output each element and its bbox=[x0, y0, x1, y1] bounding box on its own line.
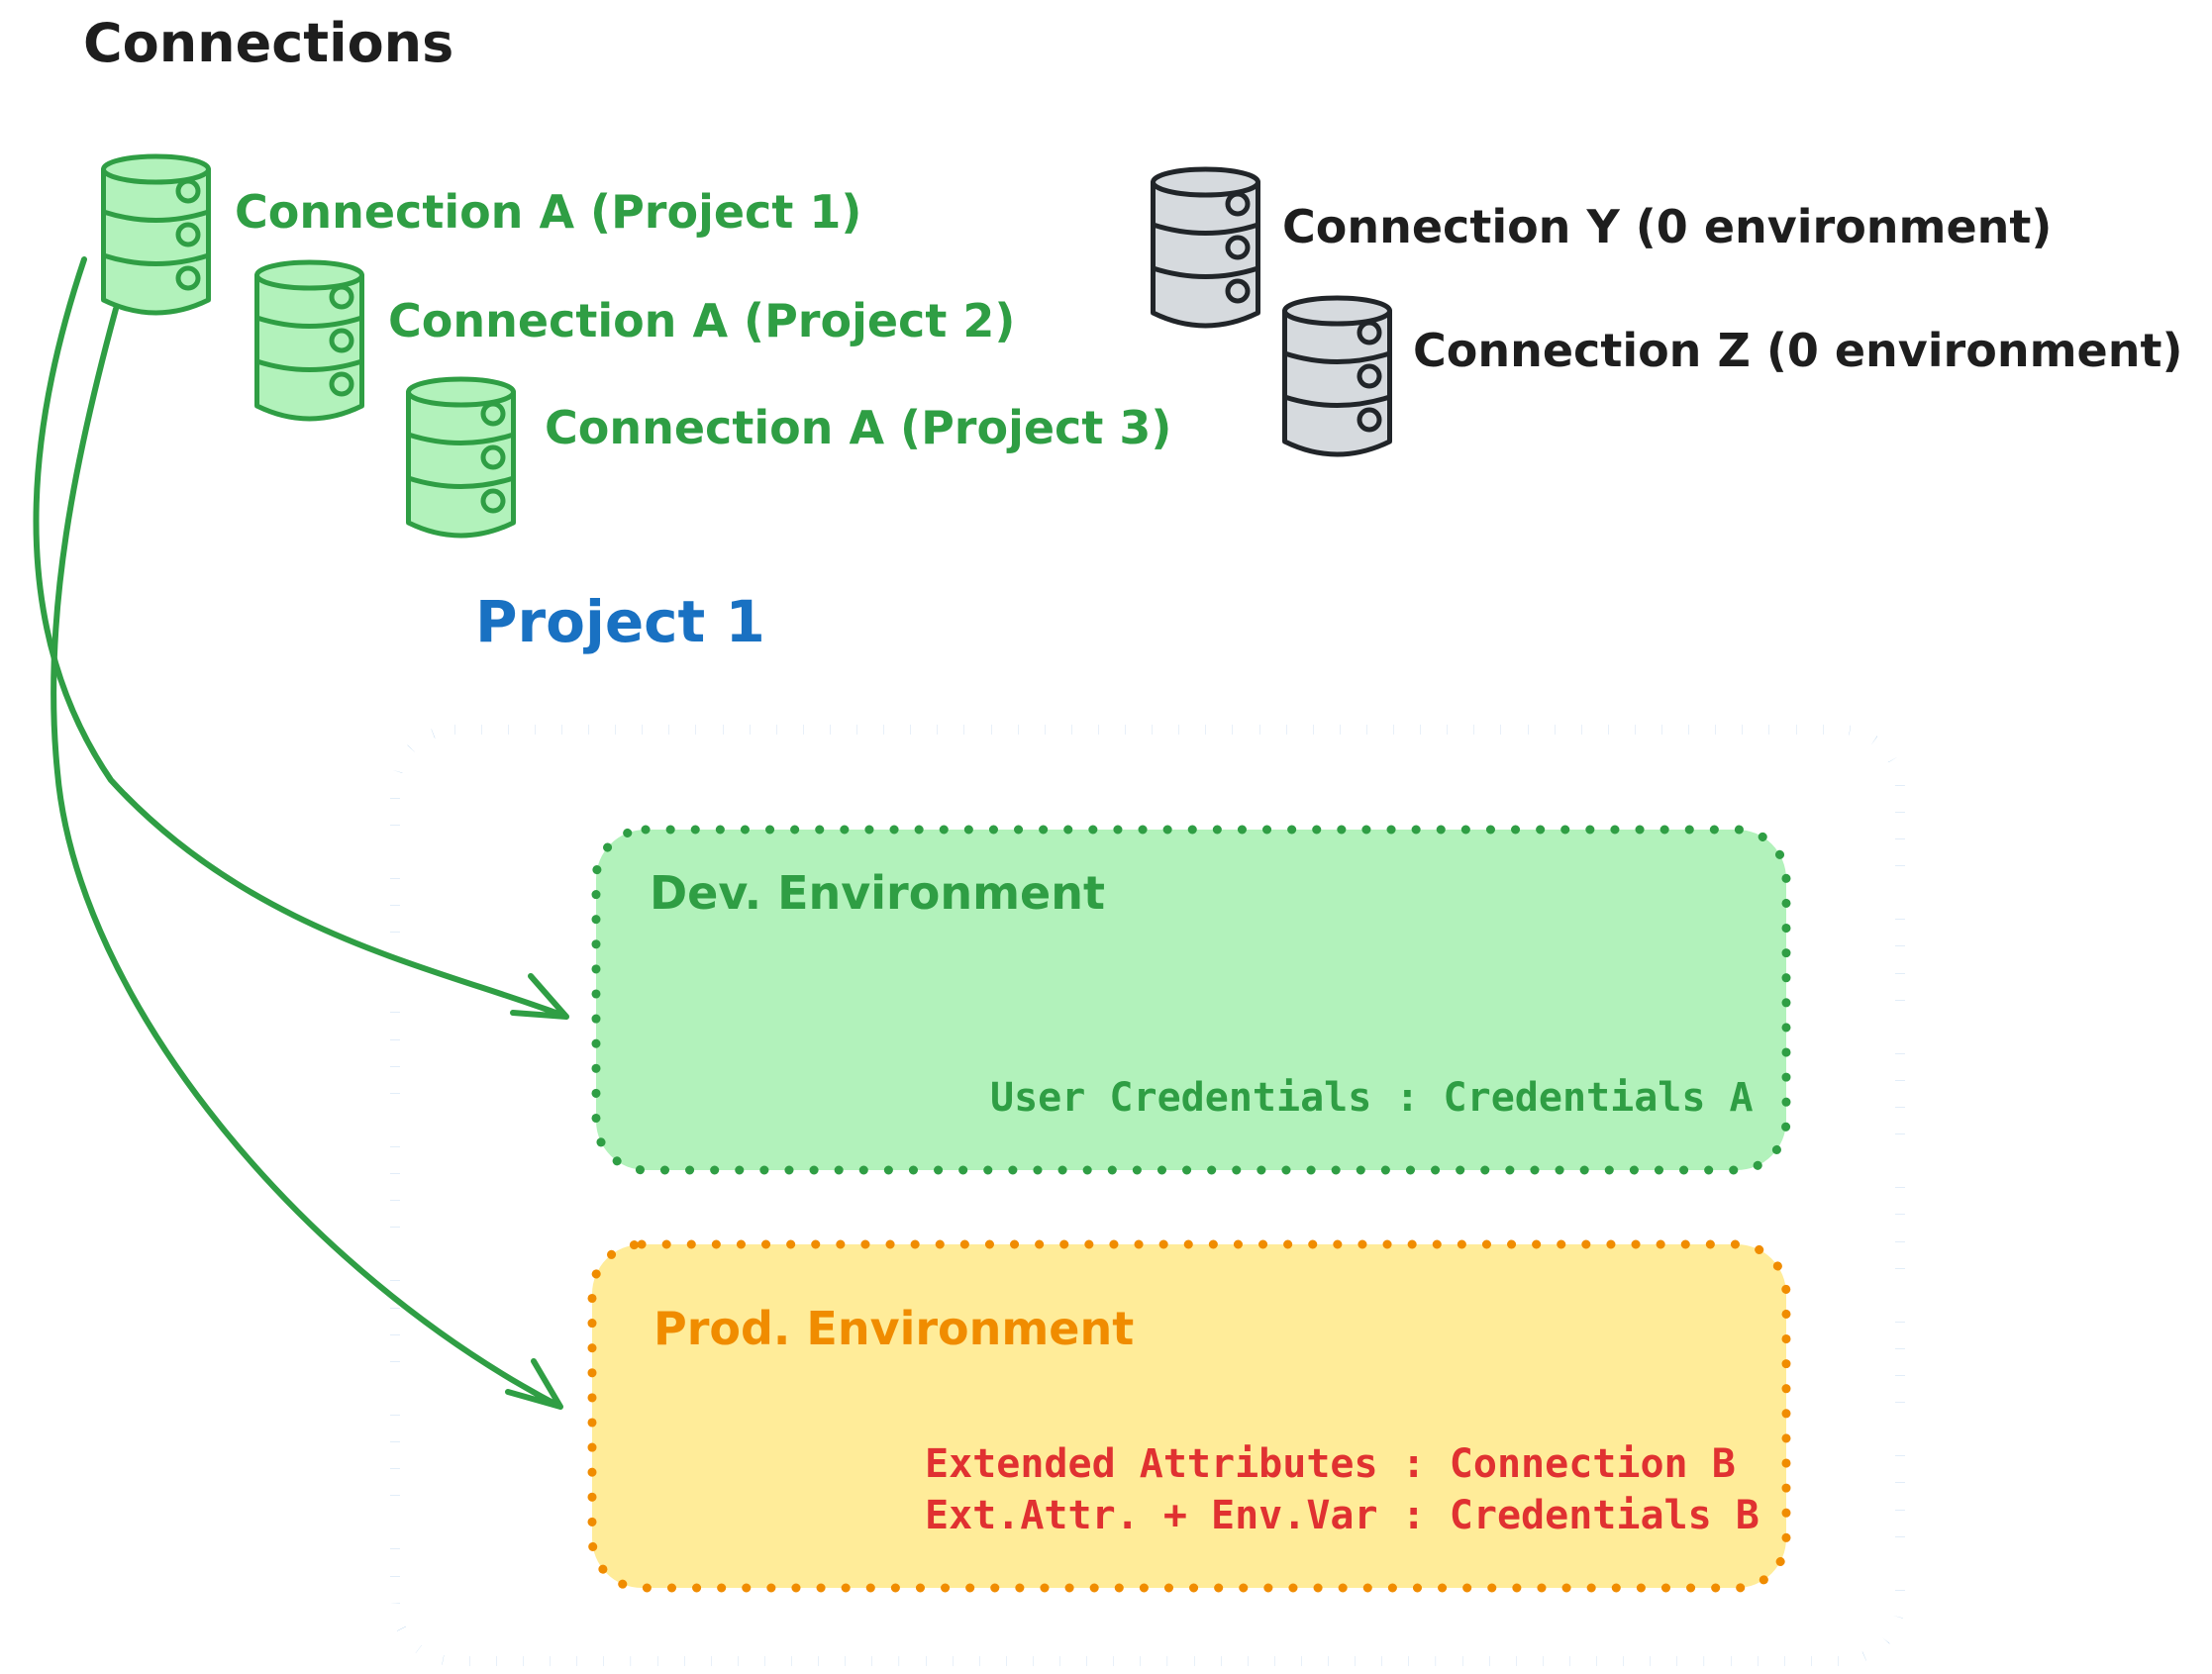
connection-a-project3-label: Connection A (Project 3) bbox=[545, 401, 1172, 454]
connection-y-label: Connection Y (0 environment) bbox=[1282, 200, 2053, 253]
prod-environment-box bbox=[587, 1239, 1791, 1593]
arrow-to-prod-environment-icon bbox=[50, 306, 563, 1410]
prod-connection-mapping: Extended Attributes : Connection B bbox=[925, 1441, 1736, 1487]
connection-z-label: Connection Z (0 environment) bbox=[1413, 324, 2183, 377]
diagram-title: Connections bbox=[83, 12, 454, 74]
database-icon-connection-a-project2 bbox=[256, 262, 362, 419]
database-icon-connection-a-project3 bbox=[408, 379, 514, 536]
connection-a-project2-label: Connection A (Project 2) bbox=[388, 294, 1016, 347]
dev-environment-title: Dev. Environment bbox=[650, 866, 1105, 920]
connection-a-project1-label: Connection A (Project 1) bbox=[235, 185, 862, 239]
database-icon-connection-z bbox=[1284, 298, 1390, 454]
arrow-to-dev-environment-icon bbox=[33, 256, 569, 1020]
prod-credentials-mapping: Ext.Attr. + Env.Var : Credentials B bbox=[925, 1493, 1760, 1538]
dev-environment-box bbox=[591, 825, 1791, 1175]
prod-environment-title: Prod. Environment bbox=[654, 1302, 1135, 1355]
project1-title: Project 1 bbox=[475, 588, 765, 655]
database-icon-connection-a-project1 bbox=[103, 156, 209, 313]
dev-credentials-mapping: User Credentials : Credentials A bbox=[990, 1075, 1754, 1121]
database-icon-connection-y bbox=[1153, 169, 1258, 326]
